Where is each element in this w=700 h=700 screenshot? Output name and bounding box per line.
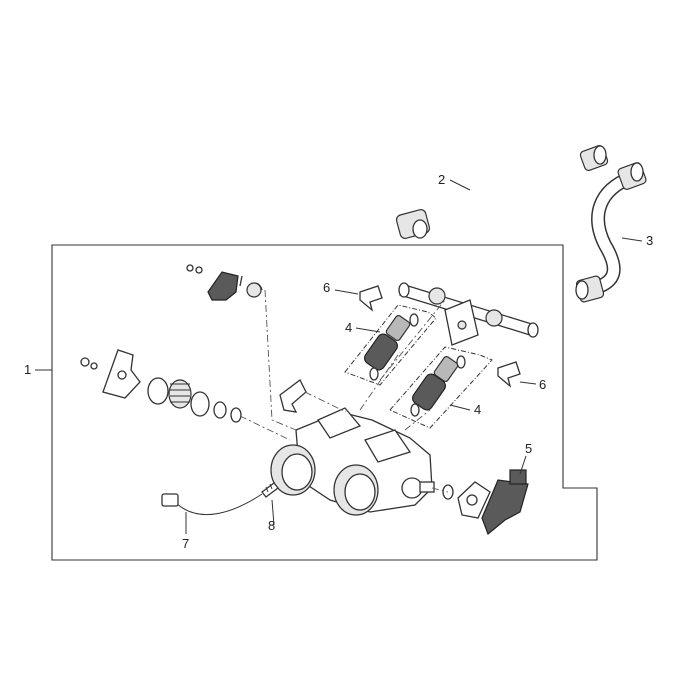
clip-6-lower[interactable]: [497, 361, 521, 388]
rail-bracket: [279, 379, 307, 413]
injector-4-lower[interactable]: [389, 346, 493, 429]
assembly-frame: [51, 244, 598, 561]
fuel-rail[interactable]: [398, 282, 539, 346]
callout-8: 8: [268, 518, 275, 533]
leader-lines: [35, 179, 643, 534]
fuel-hose-2[interactable]: [395, 144, 609, 239]
callout-1: 1: [24, 362, 31, 377]
fuel-hose-3[interactable]: [575, 162, 647, 303]
callout-2: 2: [438, 172, 445, 187]
callout-3: 3: [646, 233, 653, 248]
callout-7: 7: [182, 536, 189, 551]
throttle-cam[interactable]: [186, 264, 263, 301]
callout-5: 5: [525, 441, 532, 456]
injector-4-upper[interactable]: [344, 304, 437, 386]
clip-6-upper[interactable]: [359, 285, 383, 312]
cable-7[interactable]: [161, 493, 263, 516]
idle-screw-8[interactable]: [261, 482, 279, 498]
throttle-position-sensor-5[interactable]: [442, 469, 529, 535]
callout-6-upper: 6: [323, 280, 330, 295]
return-spring[interactable]: [147, 377, 242, 423]
callout-6-lower: 6: [539, 377, 546, 392]
throttle-body[interactable]: [270, 407, 435, 516]
assembly-lines: [239, 289, 449, 493]
callout-4-upper: 4: [345, 320, 352, 335]
throttle-bracket[interactable]: [80, 349, 141, 399]
callout-4-lower: 4: [474, 402, 481, 417]
